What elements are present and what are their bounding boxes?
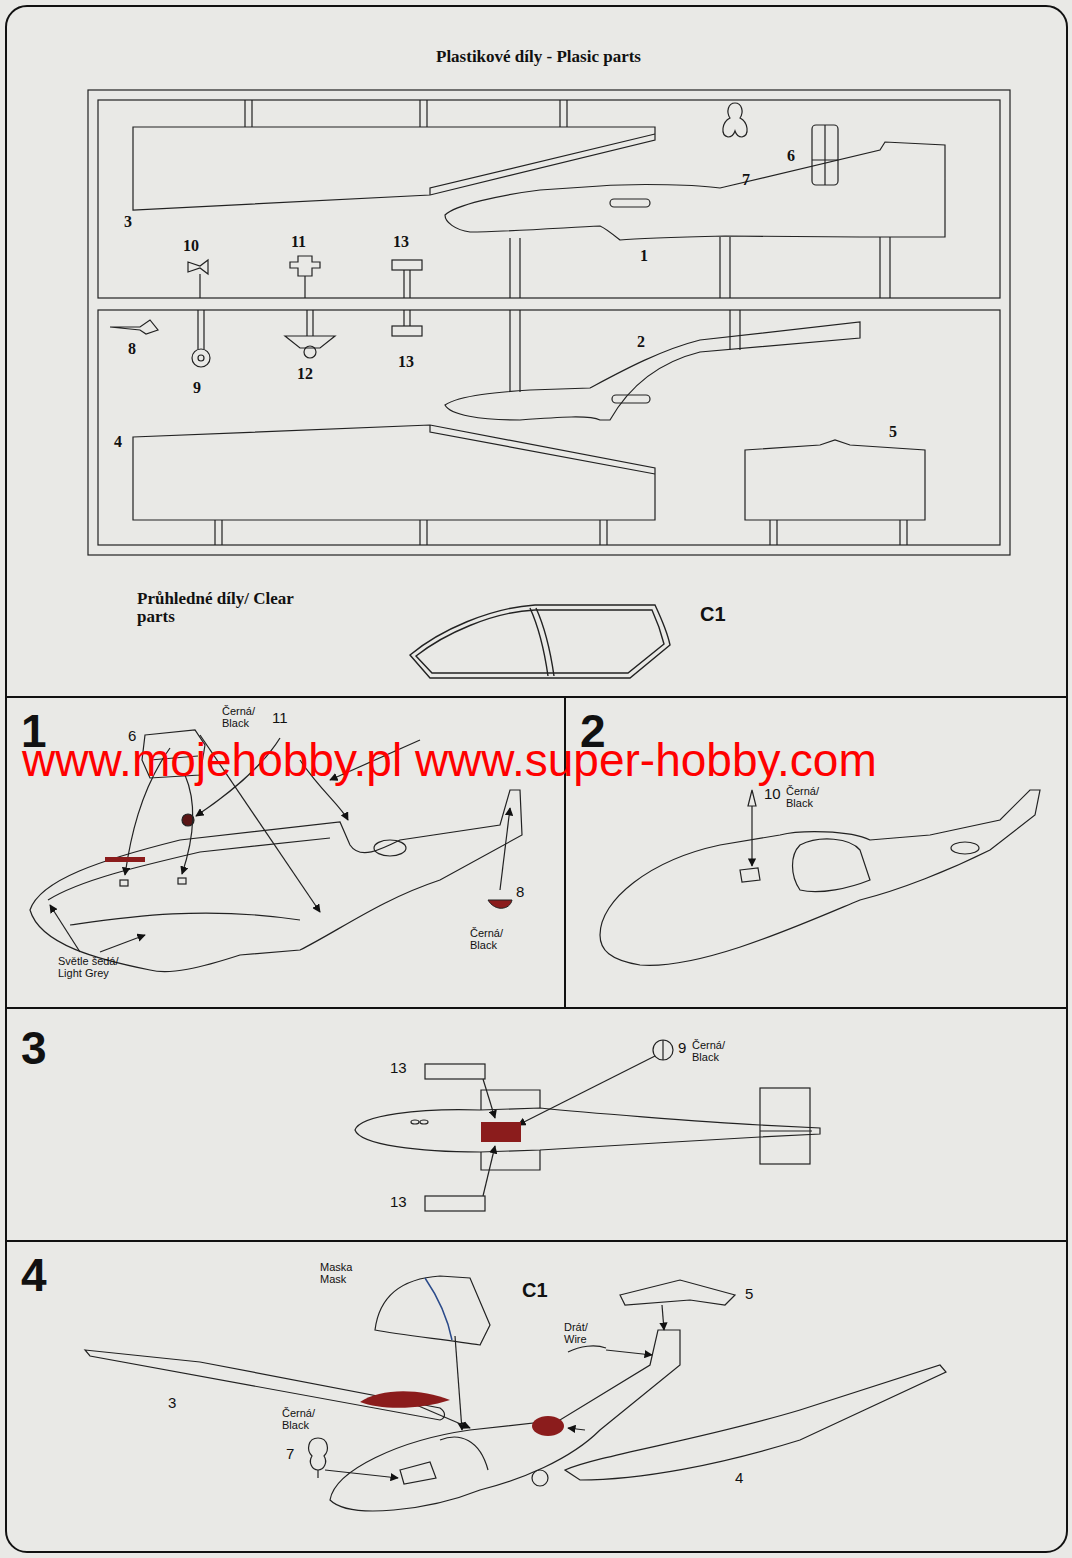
color-note: Černá/ Black bbox=[692, 1040, 725, 1063]
mask-line bbox=[425, 1278, 452, 1340]
callout-number: 12 bbox=[297, 366, 313, 383]
callout-number: 4 bbox=[735, 1470, 743, 1486]
panel-title: Plastikové díly - Plasic parts bbox=[436, 47, 641, 67]
callout-number: 4 bbox=[114, 434, 122, 451]
step4-illustration bbox=[85, 1276, 946, 1511]
callout-number: 7 bbox=[286, 1446, 294, 1462]
callout-number: 5 bbox=[889, 424, 897, 441]
callout-number: 8 bbox=[128, 341, 136, 358]
wheel-well bbox=[481, 1122, 521, 1142]
step3-illustration bbox=[355, 1040, 820, 1211]
color-note: Maska Mask bbox=[320, 1262, 352, 1285]
fuselage-root bbox=[532, 1416, 564, 1436]
color-note: Černá/ Black bbox=[282, 1408, 315, 1431]
step-panel: 3 bbox=[5, 1007, 1068, 1242]
callout-number: 3 bbox=[168, 1395, 176, 1411]
callout-number: 3 bbox=[124, 214, 132, 231]
callout-number: 10 bbox=[183, 238, 199, 255]
callout-number: 2 bbox=[637, 334, 645, 351]
color-note: Černá/ Black bbox=[470, 928, 503, 951]
callout-number: 9 bbox=[193, 380, 201, 397]
canopy-part bbox=[410, 605, 670, 678]
callout-number: 8 bbox=[516, 884, 524, 900]
callout-number: 13 bbox=[390, 1194, 407, 1210]
sprue bbox=[88, 90, 1010, 555]
callout-number: 11 bbox=[272, 710, 288, 726]
wing-root bbox=[360, 1391, 450, 1408]
callout-number: 11 bbox=[291, 234, 306, 251]
color-note: Světle šedá/ Light Grey bbox=[58, 956, 134, 979]
step-number: 4 bbox=[21, 1248, 47, 1302]
callout-number: 1 bbox=[640, 248, 648, 265]
callout-number: C1 bbox=[522, 1280, 548, 1301]
step-number: 3 bbox=[21, 1021, 47, 1075]
callout-number: 13 bbox=[393, 234, 409, 251]
callout-number: 13 bbox=[390, 1060, 407, 1076]
section-heading: Průhledné díly/ Clear parts bbox=[137, 590, 302, 626]
callout-number: 5 bbox=[745, 1286, 753, 1302]
callout-number: 10 bbox=[764, 786, 781, 802]
callout-number: 9 bbox=[678, 1040, 686, 1056]
tail-skid bbox=[488, 900, 512, 908]
callout-number: 7 bbox=[742, 172, 750, 189]
color-note: Černá/ Black bbox=[786, 786, 819, 809]
red-part bbox=[105, 857, 145, 862]
watermark: www.mojehobby.pl www.super-hobby.com bbox=[22, 736, 877, 784]
color-note: Drát/ Wire bbox=[564, 1322, 588, 1345]
callout-number: 6 bbox=[787, 148, 795, 165]
callout-number: 13 bbox=[398, 354, 414, 371]
color-note: Černá/ Black bbox=[222, 706, 255, 729]
step2-illustration bbox=[600, 790, 1040, 965]
callout-number: C1 bbox=[700, 604, 726, 625]
